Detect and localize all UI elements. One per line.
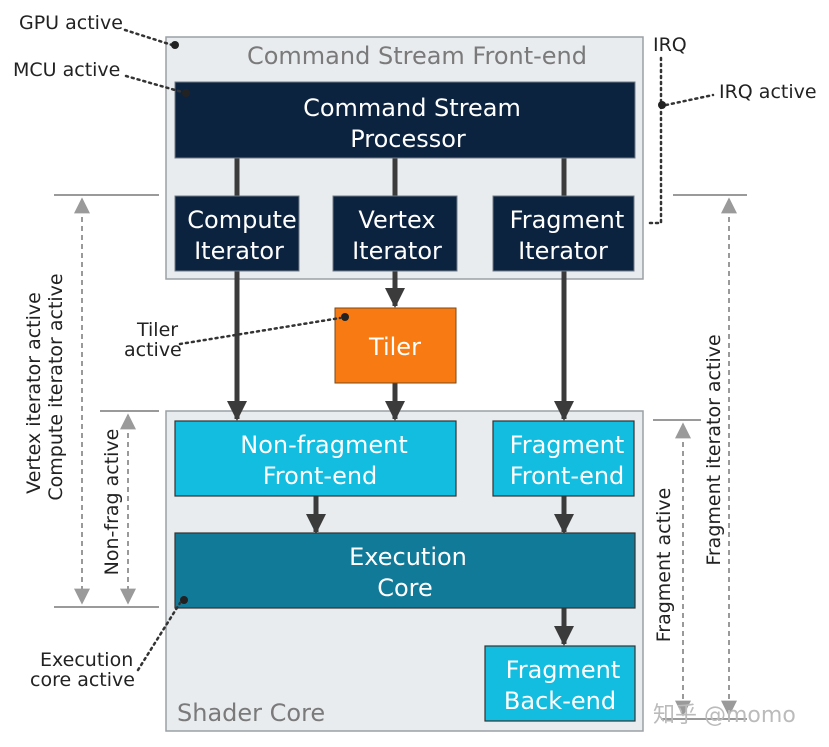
compute-iterator-label-line1: Compute: [187, 206, 296, 234]
mcu-active-leader: [124, 74, 184, 94]
fragment-back-end-block: Fragment Back-end: [484, 645, 636, 722]
fragment-active-label: Fragment active: [653, 488, 675, 643]
non-frag-active-label: Non-frag active: [101, 429, 123, 576]
fragment-back-end-label-line1: Fragment: [506, 656, 621, 684]
compute-iterator-label-line2: Iterator: [194, 237, 284, 265]
execution-core-label-line1: Execution: [349, 543, 467, 571]
annotation-leaders: [123, 28, 715, 672]
mcu-active-label: MCU active: [13, 59, 120, 81]
measure-arrows: [74, 197, 737, 717]
shader-core-title: Shader Core: [177, 699, 325, 727]
pipeline-arrows: [227, 157, 574, 646]
vertex-iterator-active-label: Vertex iterator active: [23, 292, 45, 494]
vertex-iterator-block: Vertex Iterator: [332, 195, 458, 272]
command-stream-processor-block: Command Stream Processor: [174, 81, 636, 159]
vertex-iterator-label-line1: Vertex: [358, 206, 435, 234]
non-fragment-label-line2: Front-end: [263, 462, 378, 490]
non-fragment-label-line1: Non-fragment: [240, 431, 408, 459]
execution-core-active-label-line1: Execution: [40, 649, 133, 671]
fragment-iterator-label-line2: Iterator: [518, 237, 608, 265]
irq-active-dot: [658, 101, 666, 109]
annotation-dots: [171, 41, 666, 604]
execution-core-active-leader: [136, 601, 182, 672]
irq-active-label: IRQ active: [719, 81, 817, 103]
tiler-active-label-line1: Tiler: [136, 319, 178, 341]
execution-core-block: Execution Core: [174, 532, 636, 609]
fragment-iterator-block: Fragment Iterator: [492, 195, 635, 272]
irq-leader: [648, 56, 663, 225]
fragment-front-end-block: Fragment Front-end: [492, 420, 635, 497]
csp-label-line2: Processor: [350, 125, 466, 153]
execution-core-active-dot: [180, 596, 188, 604]
execution-core-active-label-line2: core active: [30, 669, 135, 691]
fragment-back-end-label-line2: Back-end: [504, 687, 616, 715]
non-fragment-front-end-block: Non-fragment Front-end: [174, 420, 457, 497]
fragment-front-end-label-line2: Front-end: [510, 462, 625, 490]
tiler-label: Tiler: [368, 333, 421, 361]
tiler-active-leader: [178, 316, 342, 346]
gpu-active-dot: [171, 41, 179, 49]
vertex-iterator-label-line2: Iterator: [352, 237, 442, 265]
fragment-front-end-label-line1: Fragment: [510, 431, 625, 459]
irq-active-leader: [664, 93, 715, 107]
compute-iterator-active-label: Compute iterator active: [45, 273, 67, 500]
irq-label: IRQ: [653, 34, 687, 56]
measure-lines: [54, 194, 747, 720]
compute-iterator-block: Compute Iterator: [174, 195, 300, 272]
csp-label-line1: Command Stream: [303, 94, 521, 122]
front-end-title: Command Stream Front-end: [247, 42, 587, 70]
tiler-active-dot: [341, 313, 349, 321]
execution-core-label-line2: Core: [377, 574, 433, 602]
gpu-active-leader: [123, 28, 174, 47]
fragment-iterator-label-line1: Fragment: [510, 206, 625, 234]
tiler-active-label-line2: active: [124, 339, 182, 361]
fragment-iterator-active-label: Fragment iterator active: [703, 334, 725, 565]
gpu-active-label: GPU active: [19, 12, 123, 34]
mcu-active-dot: [182, 89, 190, 97]
watermark: 知乎 @momo: [653, 703, 796, 728]
tiler-block: Tiler: [334, 307, 457, 384]
